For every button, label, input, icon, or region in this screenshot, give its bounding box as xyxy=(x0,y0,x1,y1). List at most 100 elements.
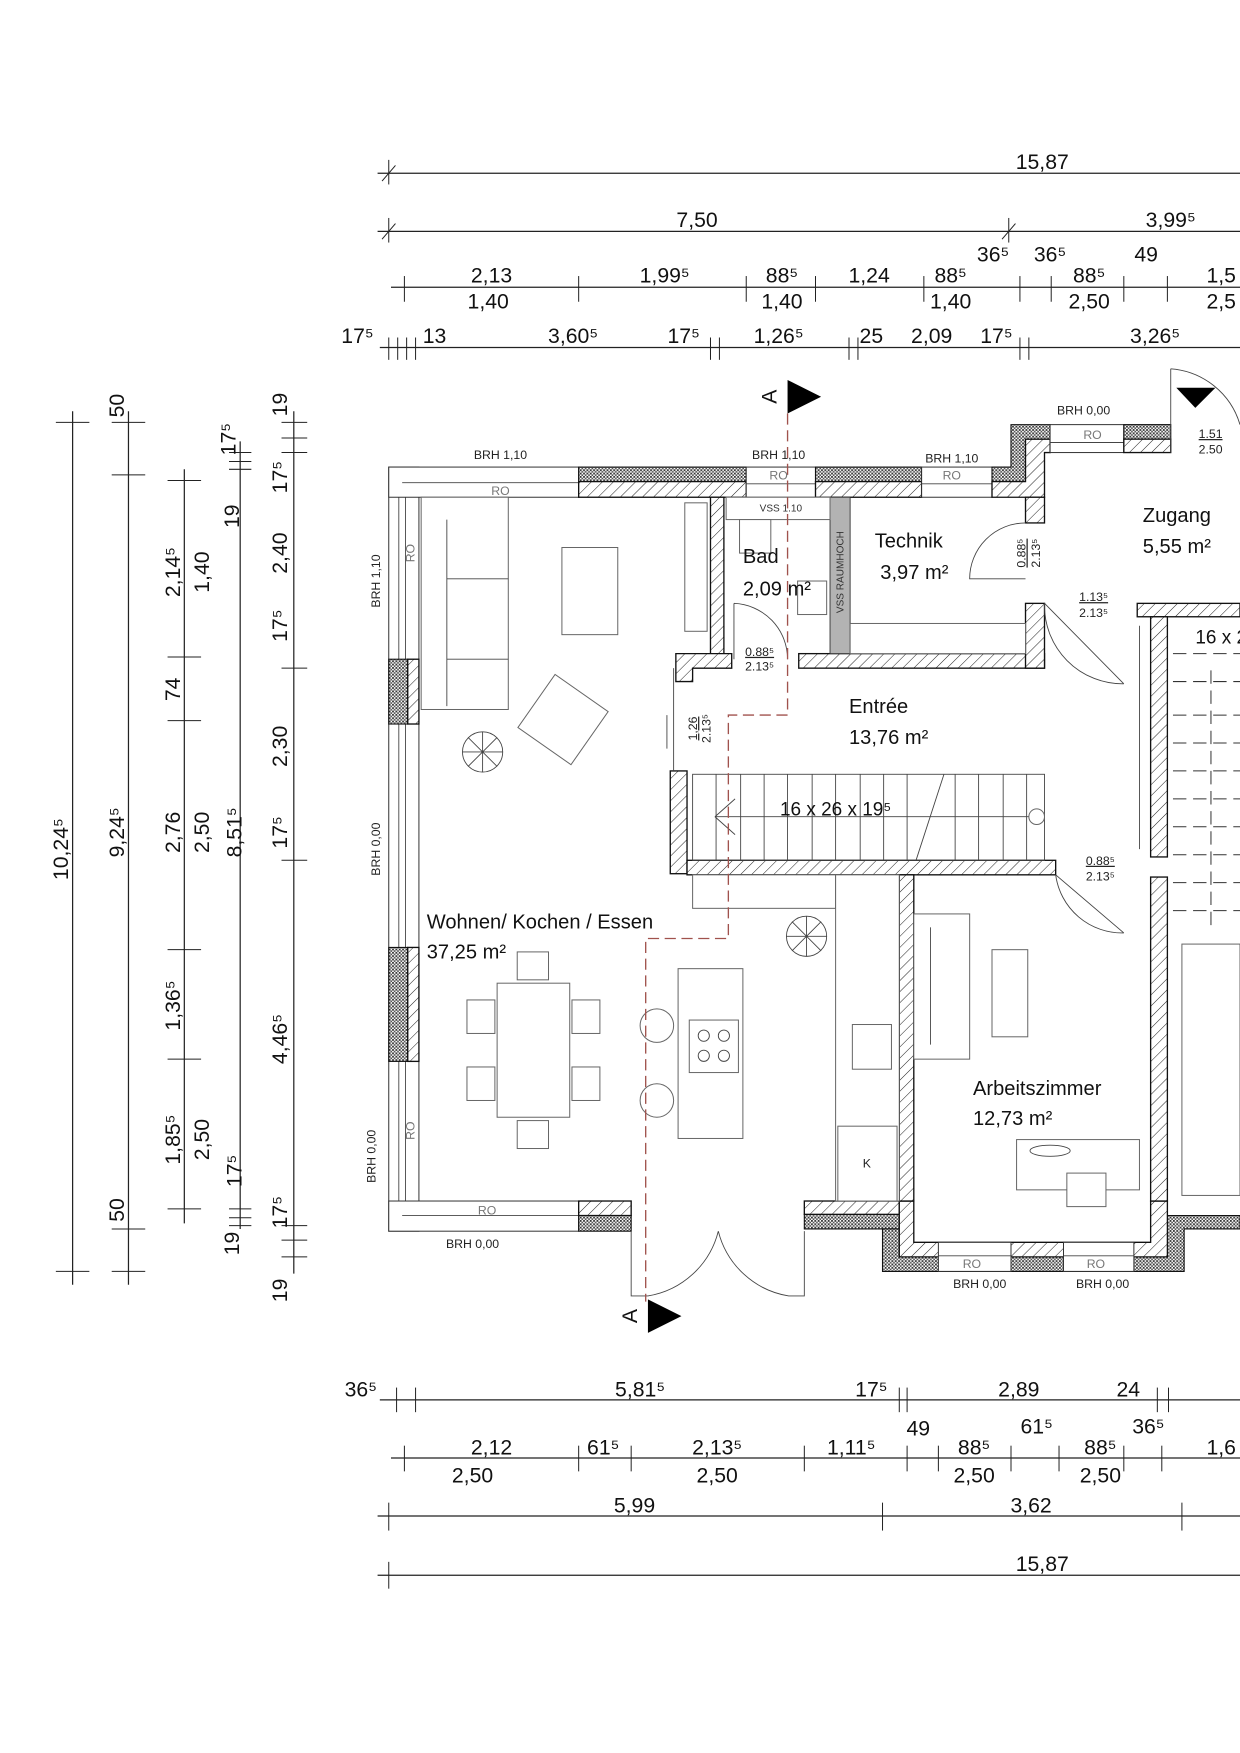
room-area-entree: 13,76 m² xyxy=(849,727,929,749)
section-line-a: A A xyxy=(619,379,1216,1333)
ro-label: RO xyxy=(1083,428,1101,442)
dim-label: 1,24 xyxy=(848,265,889,288)
room-area-arbeitszimmer: 12,73 m² xyxy=(973,1108,1053,1130)
dim-label: 2,30 xyxy=(269,726,292,767)
window-labels: BRH 1,10 BRH 1,10 BRH 1,10 BRH 0,00 BRH … xyxy=(364,404,1129,1292)
ro-label: RO xyxy=(943,468,961,482)
brh-label: BRH 0,00 xyxy=(1057,404,1110,418)
dim-label: 17⁵ xyxy=(269,1196,292,1228)
dim-label: 50 xyxy=(106,1198,129,1222)
armchair xyxy=(517,673,609,766)
dim-label: 1,6 xyxy=(1206,1437,1236,1460)
top-entrance-door[interactable] xyxy=(1170,368,1240,453)
dim-label: 2,14⁵ xyxy=(162,547,185,597)
door-width: 1.13⁵ xyxy=(1079,590,1108,604)
dim-total-width-bottom: 15,87 xyxy=(1016,1553,1069,1576)
dim-label: 17⁵ xyxy=(667,325,699,348)
brh-label: BRH 1,10 xyxy=(369,554,383,607)
dim-label: 1,40 xyxy=(930,290,971,313)
ro-label: RO xyxy=(403,1121,417,1139)
door-size-labels: 0.88⁵ 2.13⁵ 0.88⁵ 2.13⁵ 1.13⁵ 2.13⁵ 1,26… xyxy=(686,427,1223,883)
dim-label: 36⁵ xyxy=(1132,1415,1164,1438)
dim-label: 1,11⁵ xyxy=(827,1437,876,1460)
plant-icon xyxy=(786,915,828,957)
entrance-double-door[interactable] xyxy=(630,1231,805,1297)
room-name-bad: Bad xyxy=(743,546,779,568)
dim-label: 17⁵ xyxy=(223,1155,246,1187)
dim-label: 88⁵ xyxy=(1073,265,1105,288)
sofa xyxy=(420,496,509,710)
vss-raumhoch-label: VSS RAUMHOCH xyxy=(835,531,846,613)
dim-label: 49 xyxy=(1134,244,1158,267)
dim-total-width-top: 15,87 xyxy=(1016,151,1069,174)
dim-label: 3,62 xyxy=(1010,1495,1051,1518)
coffee-table xyxy=(561,547,619,636)
room-name-arbeitszimmer: Arbeitszimmer xyxy=(973,1078,1102,1100)
dim-label: 19 xyxy=(269,1279,292,1303)
dim-label: 17⁵ xyxy=(269,610,292,642)
zugang-door[interactable] xyxy=(1044,603,1125,685)
dining-table xyxy=(496,982,571,1118)
dim-label: 50 xyxy=(106,394,129,418)
dim-label: 3,26⁵ xyxy=(1130,325,1180,348)
right-staircase: 16 x 2 xyxy=(1139,625,1240,928)
dim-label: 17⁵ xyxy=(269,461,292,493)
left-dimensions: 10,24⁵ 50 9,24⁵ 50 2,14⁵ 1,40 74 2,76 2,… xyxy=(50,393,308,1303)
sink xyxy=(851,1024,892,1070)
bad-door[interactable] xyxy=(733,602,789,660)
room-name-wohnen: Wohnen/ Kochen / Essen xyxy=(427,911,653,933)
brh-label: BRH 0,00 xyxy=(953,1277,1006,1291)
dim-label: 36⁵ xyxy=(1034,244,1066,267)
dining-chairs xyxy=(466,951,601,1150)
bar-stool xyxy=(639,1083,675,1118)
brh-label: BRH 0,00 xyxy=(369,822,383,875)
vss-raumhoch-wall xyxy=(829,496,851,655)
door-width: 0.88⁵ xyxy=(1086,854,1115,868)
arbeitszimmer-door[interactable] xyxy=(1055,874,1125,934)
vss-label: VSS 1.10 xyxy=(760,504,803,515)
door-height: 2.13⁵ xyxy=(1079,606,1108,620)
top-dimensions: 15,87 7,50 3,99⁵ 2,13 1,40 1,99⁵ 88⁵ 1,4… xyxy=(341,151,1240,360)
side-table xyxy=(991,949,1029,1038)
room-name-entree: Entrée xyxy=(849,696,908,718)
dim-label: 17⁵ xyxy=(269,816,292,848)
dim-label: 2,12 xyxy=(471,1437,512,1460)
room-labels: Bad 2,09 m² Technik 3,97 m² Zugang 5,55 … xyxy=(427,505,1212,1130)
entree-sliding-door[interactable] xyxy=(666,668,675,771)
dim-label: 2,09 xyxy=(911,325,952,348)
shower-vss xyxy=(725,496,831,521)
section-label: A xyxy=(758,389,781,404)
door-width: 1,26 xyxy=(686,716,700,740)
technik-door[interactable] xyxy=(969,522,1026,580)
dim-label: 5,81⁵ xyxy=(615,1379,665,1402)
dim-label: 1,40 xyxy=(191,551,214,592)
brh-label: BRH 1,10 xyxy=(752,448,805,462)
door-height: 2.50 xyxy=(1199,443,1223,457)
dim-label: 88⁵ xyxy=(766,265,798,288)
brh-label: BRH 1,10 xyxy=(474,448,527,462)
dim-label: 2,5 xyxy=(1206,290,1236,313)
dim-label: 2,50 xyxy=(1080,1465,1121,1488)
dim-label: 19 xyxy=(269,393,292,417)
bottom-dimensions: 36⁵ 5,81⁵ 17⁵ 2,89 24 49 61⁵ 36⁵ 2,12 2,… xyxy=(345,1379,1240,1589)
door-height: 2.13⁵ xyxy=(745,659,774,673)
dim-label: 1,40 xyxy=(468,290,509,313)
fridge-label: K xyxy=(863,1157,872,1171)
dim-label: 4,46⁵ xyxy=(269,1014,292,1064)
toilet xyxy=(739,519,772,554)
dim-label: 9,24⁵ xyxy=(106,807,129,857)
dim-label: 2,50 xyxy=(953,1465,994,1488)
door-width: 0.88⁵ xyxy=(745,645,774,659)
dim-label: 19 xyxy=(221,504,244,528)
dim-label: 17⁵ xyxy=(218,423,241,455)
door-height: 2.13⁵ xyxy=(1029,539,1043,568)
cooktop xyxy=(688,1019,739,1074)
dim-label: 88⁵ xyxy=(958,1437,990,1460)
dim-label: 19 xyxy=(221,1232,244,1256)
brh-label: BRH 0,00 xyxy=(364,1130,378,1183)
dim-label: 88⁵ xyxy=(1084,1437,1116,1460)
doors xyxy=(630,368,1240,1297)
dim-label: 2,50 xyxy=(697,1465,738,1488)
brh-label: BRH 1,10 xyxy=(925,452,978,466)
sofa xyxy=(913,913,971,1060)
